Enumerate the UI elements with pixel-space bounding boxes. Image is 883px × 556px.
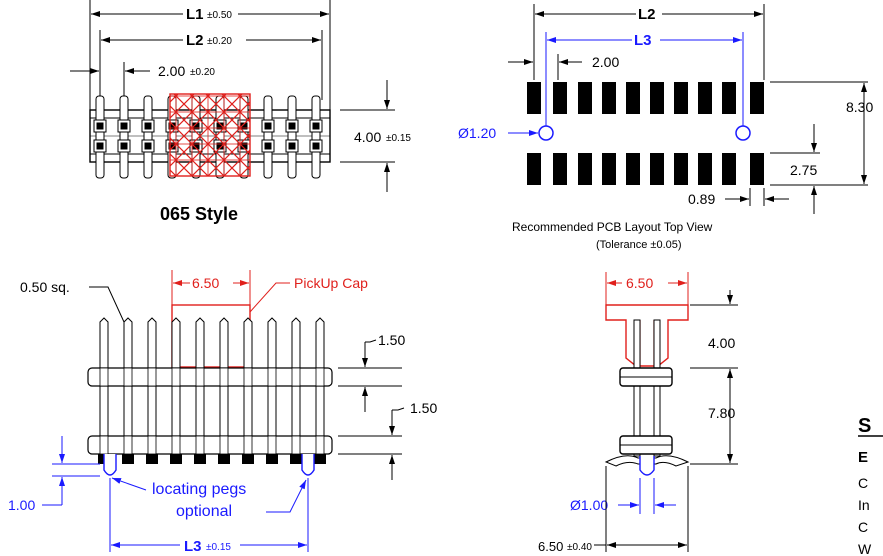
dim-l2-tol: ±0.20 [207,36,232,47]
pcb-hole-dia: Ø1.20 [458,125,496,141]
side-view-pins [99,317,325,457]
style-title: 065 Style [160,204,238,224]
pickup-cap-side [171,304,251,368]
notes-line3: In [858,497,870,513]
pcb-pads-bottom-row [527,153,764,185]
top-view-pins [93,95,323,179]
end-body-height: 7.80 [708,405,735,421]
end-peg-dia: Ø1.00 [570,497,608,513]
notes-block: S E C In C W [858,415,883,556]
end-cap-height: 4.00 [708,335,735,351]
pcb-pads-top-row [527,82,764,114]
end-base-width-tol: ±0.40 [567,542,592,553]
notes-line4: C [858,519,868,535]
end-pickup-cap [605,304,689,367]
pcb-dim-pad-width: 0.89 [688,191,715,207]
side-dim-b: 1.50 [410,400,437,416]
locating-peg-right [301,454,315,476]
notes-line1: E [858,449,868,466]
pcb-layout: L2 L3 2.00 [458,4,873,251]
notes-line5: W [858,541,872,556]
pcb-dim-l3: L3 [634,32,652,49]
side-dim-a: 1.50 [378,332,405,348]
notes-line2: C [858,475,868,491]
pcb-dim-pitch: 2.00 [592,54,619,70]
dim-height-tol: ±0.15 [386,133,411,144]
pcb-caption: Recommended PCB Layout Top View [512,220,713,234]
dim-pitch-tol: ±0.20 [190,67,215,78]
side-cap-width: 6.50 [192,275,219,291]
solder-tails [98,454,326,464]
pcb-dim-row-span: 8.30 [846,99,873,115]
side-dim-l3-tol: ±0.15 [206,542,231,553]
side-dim-l3: L3 [184,538,202,555]
dim-height: 4.00 [354,129,381,145]
top-view: L1 ±0.50 L2 ±0.20 2.00 ±0.20 [70,0,411,224]
pcb-dim-pad-len: 2.75 [790,162,817,178]
locating-hole-left [538,125,554,141]
pcb-dim-l2: L2 [638,6,656,23]
pickup-cap-label: PickUp Cap [294,275,368,291]
pickup-cap-top [169,93,251,177]
notes-title: S [858,415,871,437]
dim-l2: L2 [186,32,204,49]
dim-pitch: 2.00 [158,63,185,79]
end-view: 6.50 4.00 7.80 Ø1.00 [538,272,738,554]
pcb-tolerance: (Tolerance ±0.05) [596,239,682,251]
locating-hole-right [735,125,751,141]
peg-length: 1.00 [8,497,35,513]
end-cap-width: 6.50 [626,275,653,291]
dim-l1-tol: ±0.50 [207,10,232,21]
pin-size-label: 0.50 sq. [20,279,70,295]
pegs-label-2: optional [176,503,232,520]
end-base-width: 6.50 [538,539,563,554]
dim-l1: L1 [186,6,204,23]
locating-peg-left [103,454,117,476]
side-view: 0.50 sq. 6.50 PickUp Cap [8,270,437,555]
pegs-label-1: locating pegs [152,481,246,498]
